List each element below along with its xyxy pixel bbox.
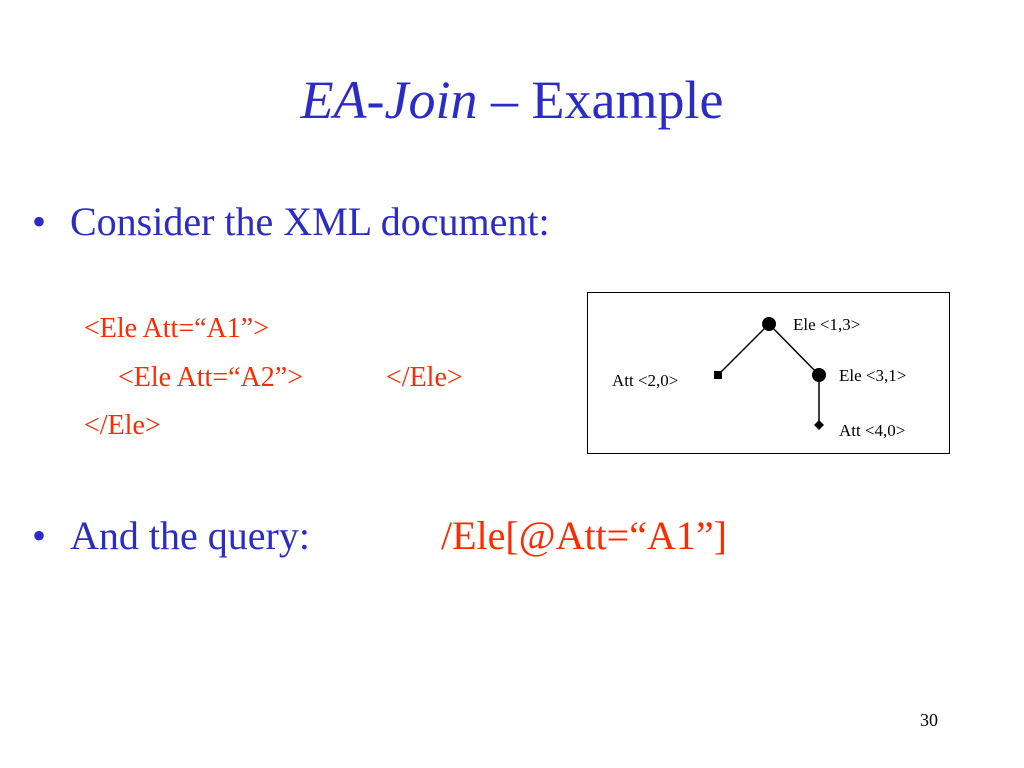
xpath-query: /Ele[@Att=“A1”]	[441, 513, 727, 558]
page-number: 30	[920, 710, 938, 730]
child-element-node	[812, 368, 826, 382]
attribute-node-diamond	[814, 420, 824, 430]
xml-line-1: <Ele Att=“A1”>	[84, 313, 269, 344]
xml-tree-diagram: Ele <1,3> Att <2,0> Ele <3,1> Att <4,0>	[587, 292, 950, 454]
root-element-node	[762, 317, 776, 331]
bullet-consider: • Consider the XML document:	[32, 198, 550, 246]
att2-node-label: Att <4,0>	[839, 421, 906, 440]
bullet-query: • And the query:	[32, 512, 310, 560]
title-italic-part: EA-Join	[300, 70, 478, 130]
ele2-node-label: Ele <3,1>	[839, 366, 907, 385]
xml-line-2-close: </Ele>	[386, 362, 463, 393]
tree-graphic	[714, 317, 826, 430]
root-node-label: Ele <1,3>	[793, 315, 861, 334]
edge-root-ele	[768, 323, 820, 376]
attribute-node-square	[714, 371, 722, 379]
bullet-text: Consider the XML document:	[70, 199, 550, 244]
title-rest: – Example	[477, 70, 724, 130]
bullet-text: And the query:	[70, 513, 310, 558]
xml-line-2: <Ele Att=“A2”>	[118, 362, 303, 393]
slide-title: EA-Join – Example	[0, 68, 1024, 132]
xml-line-3: </Ele>	[84, 410, 161, 441]
bullet-dot: •	[32, 513, 47, 558]
edge-root-att	[717, 323, 770, 376]
att1-node-label: Att <2,0>	[612, 371, 679, 390]
bullet-dot: •	[32, 199, 47, 244]
